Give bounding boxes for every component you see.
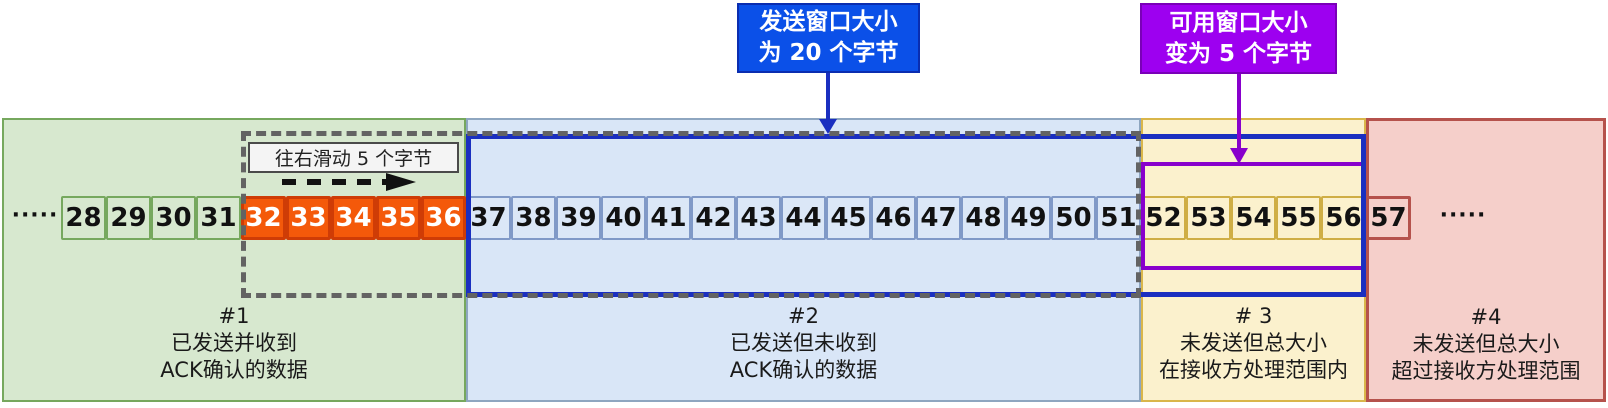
slide-right-dashed-arrow-icon bbox=[282, 173, 416, 191]
byte-cell-38: 38 bbox=[511, 196, 556, 240]
slide-note-label: 往右滑动 5 个字节 bbox=[248, 142, 459, 173]
region-sent-unacked-label: #2 已发送但未收到 ACK确认的数据 bbox=[468, 303, 1139, 384]
callout-text-line1: 发送窗口大小 bbox=[759, 9, 898, 35]
region-text-line1: 已发送并收到 bbox=[171, 331, 297, 355]
byte-cell-37: 37 bbox=[466, 196, 511, 240]
region-tag: #4 bbox=[1470, 305, 1502, 329]
byte-cell-44: 44 bbox=[781, 196, 826, 240]
region-tag: # 3 bbox=[1234, 304, 1273, 328]
callout-text-line1: 可用窗口大小 bbox=[1169, 9, 1308, 36]
callout-text-line2: 为 20 个字节 bbox=[758, 40, 899, 66]
region-tag: #2 bbox=[788, 304, 819, 328]
byte-cell-55: 55 bbox=[1276, 196, 1321, 240]
region-text-line2: 超过接收方处理范围 bbox=[1391, 359, 1581, 383]
byte-cell-45: 45 bbox=[826, 196, 871, 240]
byte-cell-53: 53 bbox=[1186, 196, 1231, 240]
region-text-line1: 未发送但总大小 bbox=[1180, 331, 1327, 355]
byte-cell-50: 50 bbox=[1051, 196, 1096, 240]
byte-cell-56: 56 bbox=[1321, 196, 1366, 240]
byte-cell-32: 32 bbox=[241, 196, 286, 240]
byte-cell-42: 42 bbox=[691, 196, 736, 240]
old-window-dashed-box bbox=[241, 131, 1141, 298]
region-acked-label: #1 已发送并收到 ACK确认的数据 bbox=[4, 303, 464, 384]
byte-cell-33: 33 bbox=[286, 196, 331, 240]
byte-cell-29: 29 bbox=[106, 196, 151, 240]
byte-cell-43: 43 bbox=[736, 196, 781, 240]
region-unsent-beyond-label: #4 未发送但总大小 超过接收方处理范围 bbox=[1369, 304, 1603, 385]
byte-cell-52: 52 bbox=[1141, 196, 1186, 240]
available-window-callout: 可用窗口大小 变为 5 个字节 bbox=[1140, 3, 1337, 74]
byte-cell-36: 36 bbox=[421, 196, 466, 240]
byte-cell-49: 49 bbox=[1006, 196, 1051, 240]
byte-cell-57: 57 bbox=[1366, 196, 1411, 240]
byte-cell-35: 35 bbox=[376, 196, 421, 240]
byte-cell-46: 46 bbox=[871, 196, 916, 240]
byte-cell-40: 40 bbox=[601, 196, 646, 240]
byte-cell-47: 47 bbox=[916, 196, 961, 240]
region-text-line2: 在接收方处理范围内 bbox=[1159, 358, 1348, 382]
region-tag: #1 bbox=[218, 304, 250, 328]
byte-cell-28: 28 bbox=[61, 196, 106, 240]
byte-cell-51: 51 bbox=[1096, 196, 1141, 240]
region-unsent-beyond: #4 未发送但总大小 超过接收方处理范围 bbox=[1366, 118, 1606, 402]
send-window-callout: 发送窗口大小 为 20 个字节 bbox=[737, 3, 920, 73]
byte-cell-54: 54 bbox=[1231, 196, 1276, 240]
region-text-line1: 已发送但未收到 bbox=[730, 331, 877, 355]
region-text-line2: ACK确认的数据 bbox=[729, 358, 878, 382]
byte-cell-39: 39 bbox=[556, 196, 601, 240]
region-sent-unacked: #2 已发送但未收到 ACK确认的数据 bbox=[466, 118, 1141, 402]
byte-cell-31: 31 bbox=[196, 196, 241, 240]
byte-cell-41: 41 bbox=[646, 196, 691, 240]
byte-cell-34: 34 bbox=[331, 196, 376, 240]
callout-text-line2: 变为 5 个字节 bbox=[1164, 40, 1313, 67]
region-unsent-within-label: # 3 未发送但总大小 在接收方处理范围内 bbox=[1143, 303, 1364, 384]
byte-cell-30: 30 bbox=[151, 196, 196, 240]
ellipsis-right: ····· bbox=[1439, 203, 1487, 228]
send-window-arrow-icon bbox=[819, 73, 837, 134]
region-text-line1: 未发送但总大小 bbox=[1412, 332, 1560, 356]
region-text-line2: ACK确认的数据 bbox=[160, 358, 308, 382]
byte-cell-48: 48 bbox=[961, 196, 1006, 240]
ellipsis-left: ····· bbox=[11, 203, 59, 228]
available-window-arrow-icon bbox=[1230, 74, 1248, 164]
